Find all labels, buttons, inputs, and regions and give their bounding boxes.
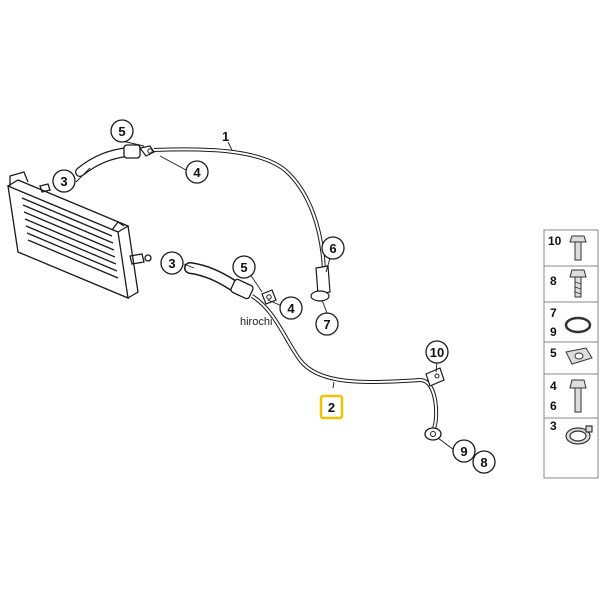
svg-text:4: 4 [287,301,295,316]
legend-row-8: 8 [550,269,587,298]
bolt-icon [569,379,587,413]
callout-3-lower: 3 [160,251,184,275]
svg-text:6: 6 [329,241,336,256]
hose-1 [75,144,331,302]
svg-text:6: 6 [550,399,557,413]
svg-text:8: 8 [550,274,557,288]
callout-5-lower: 5 [232,255,256,279]
bolt-icon [569,235,587,261]
svg-text:3: 3 [168,256,175,271]
callout-1: 1 [222,129,229,144]
callout-3-upper: 3 [52,169,76,193]
legend-row-7-9: 7 9 [550,306,592,339]
svg-text:2: 2 [328,400,335,415]
svg-text:10: 10 [548,234,562,248]
svg-text:9: 9 [550,325,557,339]
svg-text:3: 3 [550,419,557,433]
svg-text:10: 10 [430,345,444,360]
legend-row-5: 5 [550,346,593,365]
legend-row-3: 3 [550,419,593,445]
callout-7: 7 [315,312,339,336]
watermark-text: hirochi [240,316,272,328]
callout-9: 9 [452,439,476,463]
callout-4-upper: 4 [185,160,209,184]
svg-text:3: 3 [60,174,67,189]
svg-text:5: 5 [550,346,557,360]
hose-2 [184,262,445,441]
callout-6: 6 [321,236,345,260]
callout-10: 10 [425,340,449,364]
svg-text:9: 9 [460,444,467,459]
callout-8: 8 [472,450,496,474]
parts-legend: 10 8 7 9 5 [543,229,599,479]
callout-4-lower: 4 [279,296,303,320]
oil-cooler [7,171,152,300]
o-ring-icon [564,316,592,334]
svg-text:8: 8 [480,455,487,470]
svg-text:5: 5 [240,260,247,275]
nut-clip-icon [565,347,593,365]
svg-text:7: 7 [323,317,330,332]
callout-5-upper: 5 [110,119,134,143]
svg-text:4: 4 [550,379,557,393]
svg-text:1: 1 [222,129,229,144]
svg-text:7: 7 [550,306,557,320]
legend-row-10: 10 [548,234,587,261]
hose-clamp-icon [565,425,593,445]
callout-2-highlighted: 2 [319,394,344,420]
legend-row-4-6: 4 6 [550,379,587,413]
bolt-icon [569,269,587,298]
svg-text:4: 4 [193,165,201,180]
svg-text:5: 5 [118,124,125,139]
